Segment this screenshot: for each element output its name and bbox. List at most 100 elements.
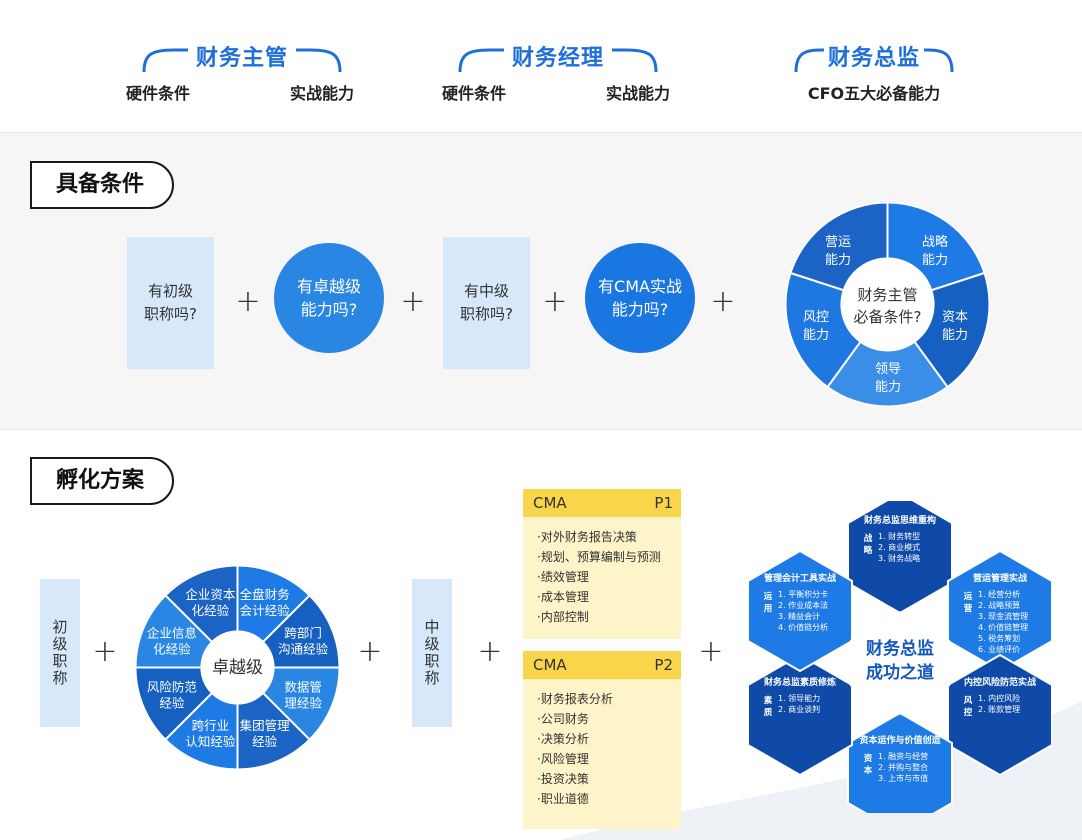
- list-item: ·绩效管理: [537, 570, 589, 584]
- plus-icon: +: [477, 634, 503, 669]
- hex-cell-item: 3. 上市与市值: [878, 773, 928, 783]
- hex-cell-tag: 用: [763, 604, 773, 614]
- segment-label: 能力: [875, 380, 901, 395]
- hex-cell-tag: 控: [964, 707, 973, 718]
- condition-junior-title: 有初级职称吗?: [127, 237, 214, 369]
- hex-cell-tag: 素: [764, 695, 773, 706]
- condition-line: 有初级: [147, 282, 193, 300]
- hex-cell-item: 5. 税务筹划: [978, 633, 1020, 643]
- hex-cell-item: 3. 精益会计: [778, 611, 820, 621]
- hex-cell-item: 2. 商业模式: [878, 542, 920, 552]
- list-item: ·规划、预算编制与预测: [537, 550, 661, 564]
- section-title: 具备条件: [30, 161, 174, 209]
- role-left-label: 硬件条件: [442, 84, 507, 103]
- segment-label: 全盘财务: [240, 587, 290, 602]
- segment-label: 企业信息: [147, 625, 197, 640]
- segment-label: 企业资本: [185, 587, 236, 602]
- hex-cell: [748, 549, 853, 673]
- hex-cell-tag: 略: [864, 545, 873, 556]
- role-finance-supervisor: 财务主管 硬件条件 实战能力: [122, 38, 362, 108]
- bracket-decoration-icon: [142, 48, 342, 73]
- hex-center: [850, 611, 950, 715]
- list-item: ·对外财务报告决策: [537, 530, 637, 544]
- hex-cell-item: 6. 业绩评价: [978, 644, 1020, 654]
- segment-label: 营运: [825, 235, 851, 250]
- segment-label: 风险防范: [147, 680, 197, 695]
- plus-icon: +: [357, 634, 383, 669]
- plus-icon: +: [400, 284, 426, 319]
- segment-label: 沟通经验: [278, 641, 329, 656]
- card-name: CMA: [533, 656, 567, 674]
- segment-label: 能力: [825, 253, 851, 268]
- condition-line: 能力吗?: [611, 300, 669, 319]
- wheel-segment-risk: [785, 271, 862, 389]
- wheel-segment-capital: [913, 271, 990, 389]
- hex-center-line: 成功之道: [866, 662, 934, 683]
- hex-cell-item: 1. 平衡积分卡: [778, 589, 828, 599]
- list-item: ·内部控制: [537, 610, 589, 624]
- section-incubation: 孵化方案 初级职称 + 卓越级 企业资本化经验全盘财务会计经验跨部门沟通经验数据…: [0, 431, 1082, 840]
- role-title: 财务总监: [827, 46, 920, 71]
- hex-cell-title: 营运管理实战: [973, 572, 1027, 584]
- segment-label: 经验: [159, 696, 185, 711]
- list-item: ·决策分析: [537, 732, 589, 746]
- cma-p2-card: CMA P2 ·财务报表分析 ·公司财务 ·决策分析 ·风险管理 ·投资决策 ·…: [523, 651, 681, 829]
- hex-cell-tag: 运: [964, 592, 973, 602]
- segment-label: 集团管理: [240, 718, 291, 733]
- section-title: 孵化方案: [30, 457, 174, 505]
- segment-label: 能力: [803, 328, 829, 343]
- condition-line: 职称吗?: [460, 305, 513, 323]
- list-item: ·成本管理: [537, 590, 589, 604]
- condition-line: 能力吗?: [300, 300, 358, 319]
- segment-label: 跨部门: [284, 625, 322, 640]
- role-center-label: CFO五大必备能力: [807, 84, 941, 103]
- wheel-center: [200, 630, 275, 705]
- hex-cell-title: 资本运作与价值创造: [859, 734, 941, 746]
- segment-label: 风控: [803, 310, 829, 325]
- condition-excellent-ability: 有卓越级能力吗?: [274, 243, 384, 353]
- background-swoosh: [560, 701, 1082, 840]
- capability-wheel: 财务主管 必备条件? 营运 能力 战略 能力 资本 能力 领导 能力 风控 能力: [785, 202, 990, 407]
- card-header: CMA P1: [523, 489, 681, 517]
- plus-icon: +: [542, 284, 568, 319]
- condition-line: 职称吗?: [144, 305, 197, 323]
- cma-p1-card: CMA P1 ·对外财务报告决策 ·规划、预算编制与预测 ·绩效管理 ·成本管理…: [523, 489, 681, 639]
- segment-label: 经验: [252, 734, 278, 749]
- wheel-center: [842, 259, 933, 350]
- hex-cell-item: 2. 战略预算: [978, 600, 1020, 610]
- hex-cell-title: 内控风险防范实战: [964, 676, 1036, 688]
- card-list: ·对外财务报告决策 ·规划、预算编制与预测 ·绩效管理 ·成本管理 ·内部控制: [537, 527, 661, 627]
- wheel-segment-operations: [789, 202, 889, 292]
- wheel-center-line: 财务主管: [857, 286, 917, 304]
- condition-cma-ability: 有CMA实战能力吗?: [585, 243, 695, 353]
- header: 财务主管 硬件条件 实战能力 财务经理 硬件条件 实战能力 财务总监 CFO五大…: [0, 0, 1082, 132]
- hex-cell-item: 1. 融资与经营: [878, 751, 928, 761]
- hex-cell-item: 2. 并购与整合: [878, 762, 928, 772]
- card-part: P2: [654, 656, 673, 674]
- plus-icon: +: [235, 284, 261, 319]
- wheel-center-line: 必备条件?: [854, 308, 922, 326]
- card-header: CMA P2: [523, 651, 681, 679]
- role-cfo: 财务总监 CFO五大必备能力: [754, 38, 994, 108]
- hex-cell-item: 2. 账款管理: [978, 704, 1020, 714]
- segment-label: 认知经验: [185, 734, 236, 749]
- card-name: CMA: [533, 494, 567, 512]
- plus-icon: +: [710, 284, 736, 319]
- plus-icon: +: [92, 634, 118, 669]
- role-finance-manager: 财务经理 硬件条件 实战能力: [438, 38, 678, 108]
- hex-cell-tag: 本: [864, 765, 873, 776]
- list-item: ·财务报表分析: [537, 692, 613, 706]
- wheel-center-label: 卓越级: [212, 658, 263, 678]
- hex-cell-item: 4. 价值链管理: [978, 622, 1028, 632]
- segment-label: 数据管: [284, 680, 322, 695]
- hex-cell-item: 4. 价值链分析: [778, 622, 828, 632]
- hex-cell-item: 3. 财务战略: [878, 553, 920, 563]
- hex-cell-title: 管理会计工具实战: [764, 572, 836, 584]
- list-item: ·职业道德: [537, 792, 589, 806]
- segment-label: 战略: [922, 234, 948, 250]
- wheel-segment-strategy: [886, 202, 986, 292]
- list-item: ·公司财务: [537, 712, 589, 726]
- list-item: ·风险管理: [537, 752, 589, 766]
- wheel-segment-leadership: [826, 340, 949, 407]
- hex-cell-item: 1. 领导能力: [778, 693, 820, 703]
